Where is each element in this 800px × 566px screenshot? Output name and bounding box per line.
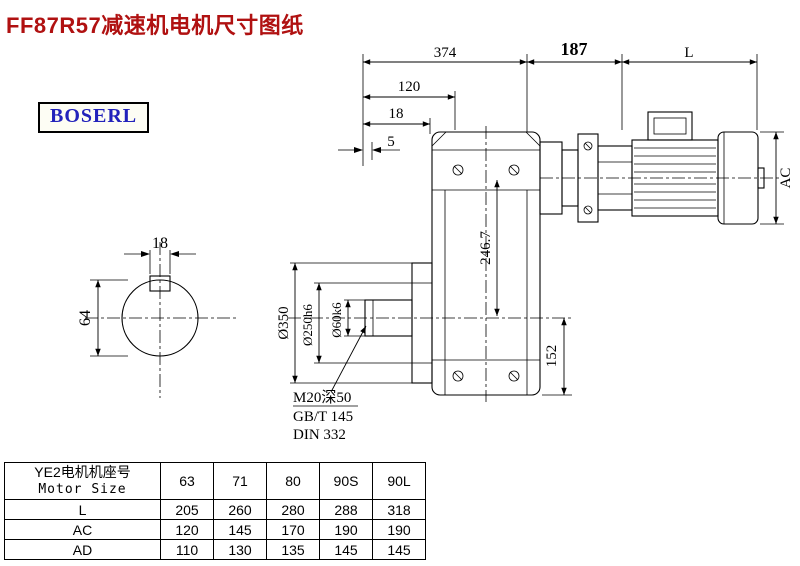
table-row: AC 120 145 170 190 190 xyxy=(4,519,426,540)
keyway-slot xyxy=(149,275,171,292)
dim-L-label: L xyxy=(684,45,693,61)
dim-120: 120 xyxy=(363,79,456,130)
dim-246-7-label: 246.7 xyxy=(478,231,494,265)
dim-dia-350-label: Ø350 xyxy=(276,306,292,339)
dim-120-label: 120 xyxy=(398,79,421,95)
gearbox-body xyxy=(431,126,541,402)
cell: 145 xyxy=(319,539,373,560)
table-header-cell: YE2电机机座号 Motor Size xyxy=(4,462,161,500)
dim-187-label: 187 xyxy=(561,39,588,59)
dim-dia-250: Ø250h6 xyxy=(300,282,412,364)
dim-18-top: 18 xyxy=(363,106,431,134)
boserl-logo: BOSERL xyxy=(38,102,150,133)
size-71: 71 xyxy=(213,462,267,500)
motor-assembly xyxy=(539,111,782,225)
size-90S: 90S xyxy=(319,462,373,500)
table-row: AD 110 130 135 145 145 xyxy=(4,539,426,560)
dimension-table: YE2电机机座号 Motor Size 63 71 80 90S 90L L 2… xyxy=(4,462,426,560)
dim-374-label: 374 xyxy=(434,45,457,61)
dim-246-7: 246.7 xyxy=(478,180,500,316)
row-label-AC: AC xyxy=(4,519,161,540)
size-80: 80 xyxy=(266,462,320,500)
cell: 130 xyxy=(213,539,267,560)
thread-notes: M20深50 GB/T 145 DIN 332 xyxy=(293,325,367,443)
bolt-icon xyxy=(583,141,593,151)
cell: 135 xyxy=(266,539,320,560)
shaft-section-view: 18 64 xyxy=(77,235,237,398)
note-din-label: DIN 332 xyxy=(293,427,346,443)
size-90L: 90L xyxy=(372,462,426,500)
row-label-L: L xyxy=(4,499,161,520)
dimension-drawing: 18 64 xyxy=(77,39,794,443)
dim-dia-350: Ø350 xyxy=(276,262,412,384)
bolt-icon xyxy=(508,164,520,176)
dim-shaft-64-label: 64 xyxy=(77,310,94,326)
boserl-logo-text: BOSERL xyxy=(50,105,138,127)
page-title: FF87R57减速机电机尺寸图纸 xyxy=(6,13,304,38)
dim-L: L xyxy=(622,45,758,130)
cell: 145 xyxy=(372,539,426,560)
cell: 145 xyxy=(213,519,267,540)
cell: 205 xyxy=(160,499,214,520)
cell: 110 xyxy=(160,539,214,560)
dim-shaft-64: 64 xyxy=(77,279,128,357)
cell: 170 xyxy=(266,519,320,540)
bolt-icon xyxy=(452,370,464,382)
cell: 190 xyxy=(372,519,426,540)
dim-5: 5 xyxy=(338,134,400,160)
cell: 190 xyxy=(319,519,373,540)
row-label-AD: AD xyxy=(4,539,161,560)
dim-dia-60: Ø60k6 xyxy=(329,299,365,338)
dim-AC: AC xyxy=(760,131,794,225)
dim-152-label: 152 xyxy=(544,345,560,368)
table-row: L 205 260 280 288 318 xyxy=(4,499,426,520)
dim-5-label: 5 xyxy=(387,134,395,150)
cell: 280 xyxy=(266,499,320,520)
output-flange xyxy=(411,262,433,384)
bolt-icon xyxy=(583,205,593,215)
cell: 318 xyxy=(372,499,426,520)
dim-18-top-label: 18 xyxy=(389,106,404,122)
bolt-icon xyxy=(508,370,520,382)
cell: 288 xyxy=(319,499,373,520)
cell: 260 xyxy=(213,499,267,520)
output-shaft xyxy=(288,299,572,337)
dim-keyway-18: 18 xyxy=(124,235,196,274)
bolt-icon xyxy=(452,164,464,176)
dim-152: 152 xyxy=(542,318,572,396)
note-thread-label: M20深50 xyxy=(293,389,351,406)
dim-keyway-18-label: 18 xyxy=(152,235,168,252)
size-63: 63 xyxy=(160,462,214,500)
table-header-cn: YE2电机机座号 xyxy=(34,464,131,480)
table-header-en: Motor Size xyxy=(38,482,127,497)
terminal-box xyxy=(647,111,693,141)
shaft-section-circle xyxy=(121,279,199,357)
cell: 120 xyxy=(160,519,214,540)
dim-dia-250-label: Ø250h6 xyxy=(300,304,315,346)
table-header-row: YE2电机机座号 Motor Size 63 71 80 90S 90L xyxy=(4,462,426,500)
dim-dia-60-label: Ø60k6 xyxy=(329,302,344,338)
dim-374: 374 xyxy=(362,45,528,166)
dim-AC-label: AC xyxy=(778,168,794,189)
dim-187: 187 xyxy=(527,39,623,130)
note-gb-label: GB/T 145 xyxy=(293,409,353,425)
